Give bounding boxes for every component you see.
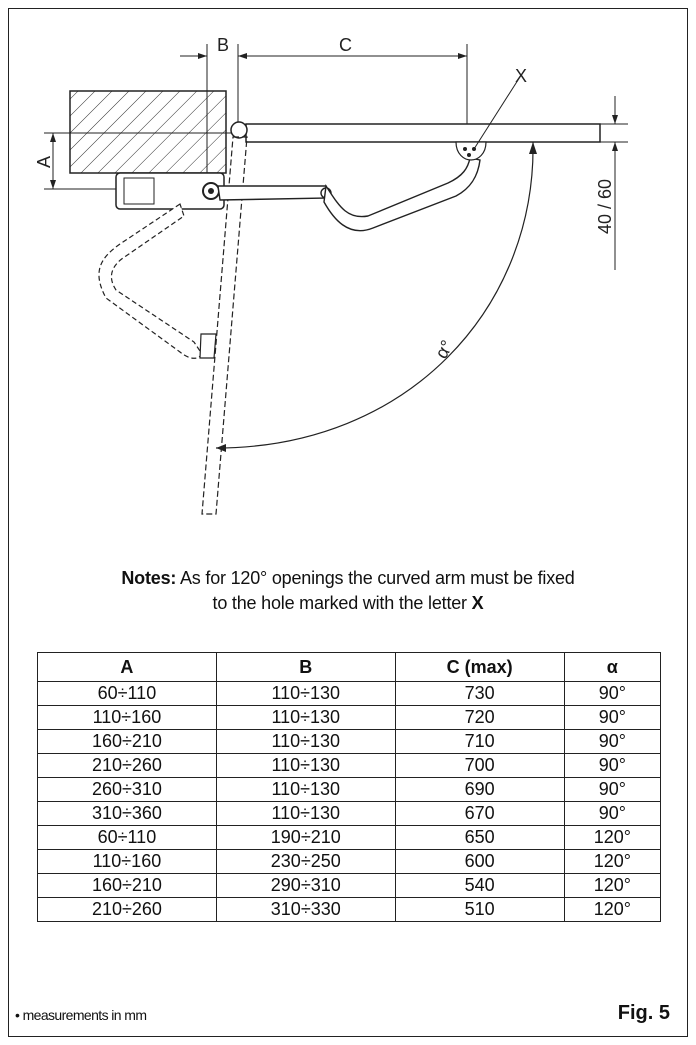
label-x: X — [515, 66, 527, 86]
cell-alpha: 90° — [563, 729, 662, 754]
cell-c: 540 — [394, 873, 565, 898]
notes: Notes: As for 120° openings the curved a… — [0, 566, 696, 616]
label-alpha: α° — [431, 337, 457, 362]
cell-b: 110÷130 — [215, 801, 396, 826]
cell-c: 510 — [394, 897, 565, 922]
cell-alpha: 120° — [563, 825, 662, 850]
cell-b: 230÷250 — [215, 849, 396, 874]
notes-text-1: As for 120° openings the curved arm must… — [180, 568, 575, 588]
leaf-bracket — [455, 141, 487, 161]
cell-c: 710 — [394, 729, 565, 754]
cell-a: 210÷260 — [37, 897, 217, 922]
cell-a: 160÷210 — [37, 729, 217, 754]
cell-a: 110÷160 — [37, 705, 217, 730]
label-a: A — [34, 156, 54, 168]
cell-a: 210÷260 — [37, 753, 217, 778]
cell-a: 160÷210 — [37, 873, 217, 898]
curved-arm-closed — [323, 157, 481, 232]
opening-angle-arc — [215, 141, 534, 449]
installation-diagram: B C X A 40 / 60 α° — [34, 35, 628, 515]
cell-c: 670 — [394, 801, 565, 826]
hinge — [230, 121, 248, 139]
notes-line-1: Notes: As for 120° openings the curved a… — [0, 566, 696, 591]
cell-alpha: 90° — [563, 753, 662, 778]
table-header-row: A B C (max) α — [37, 652, 662, 682]
notes-text-2: to the hole marked with the letter — [212, 593, 468, 613]
cell-b: 110÷130 — [215, 777, 396, 802]
cell-b: 110÷130 — [215, 729, 396, 754]
header-a: A — [37, 652, 217, 682]
header-b: B — [215, 652, 396, 682]
cell-b: 110÷130 — [215, 681, 396, 706]
cell-a: 60÷110 — [37, 825, 217, 850]
cell-alpha: 120° — [563, 873, 662, 898]
cell-c: 720 — [394, 705, 565, 730]
cell-alpha: 120° — [563, 897, 662, 922]
header-alpha: α — [563, 652, 662, 682]
leaf-bracket-open — [199, 333, 217, 359]
label-40-60: 40 / 60 — [595, 179, 615, 234]
cell-b: 110÷130 — [215, 705, 396, 730]
page-frame — [8, 8, 688, 1037]
cell-alpha: 90° — [563, 801, 662, 826]
label-b: B — [217, 35, 229, 55]
cell-b: 190÷210 — [215, 825, 396, 850]
gate-leaf-open — [201, 136, 248, 515]
operator-motor — [115, 172, 225, 210]
cell-a: 260÷310 — [37, 777, 217, 802]
cell-c: 730 — [394, 681, 565, 706]
label-c: C — [339, 35, 352, 55]
cell-b: 290÷310 — [215, 873, 396, 898]
notes-prefix: Notes: — [121, 568, 177, 588]
figure-label: Fig. 5 — [617, 1002, 670, 1024]
notes-letter: X — [471, 593, 484, 613]
footnote: • measurements in mm — [15, 1007, 147, 1023]
cell-alpha: 90° — [563, 705, 662, 730]
gate-leaf-closed — [245, 123, 601, 143]
cell-a: 310÷360 — [37, 801, 217, 826]
arm-open — [98, 203, 203, 359]
arm-closed — [217, 185, 331, 201]
cell-c: 650 — [394, 825, 565, 850]
cell-alpha: 90° — [563, 681, 662, 706]
header-c-max: C (max) — [394, 652, 565, 682]
cell-b: 310÷330 — [215, 897, 396, 922]
cell-c: 700 — [394, 753, 565, 778]
cell-a: 60÷110 — [37, 681, 217, 706]
cell-c: 690 — [394, 777, 565, 802]
notes-line-2: to the hole marked with the letter X — [0, 591, 696, 616]
cell-c: 600 — [394, 849, 565, 874]
cell-b: 110÷130 — [215, 753, 396, 778]
cell-alpha: 90° — [563, 777, 662, 802]
cell-a: 110÷160 — [37, 849, 217, 874]
wall-block — [69, 90, 227, 174]
cell-alpha: 120° — [563, 849, 662, 874]
